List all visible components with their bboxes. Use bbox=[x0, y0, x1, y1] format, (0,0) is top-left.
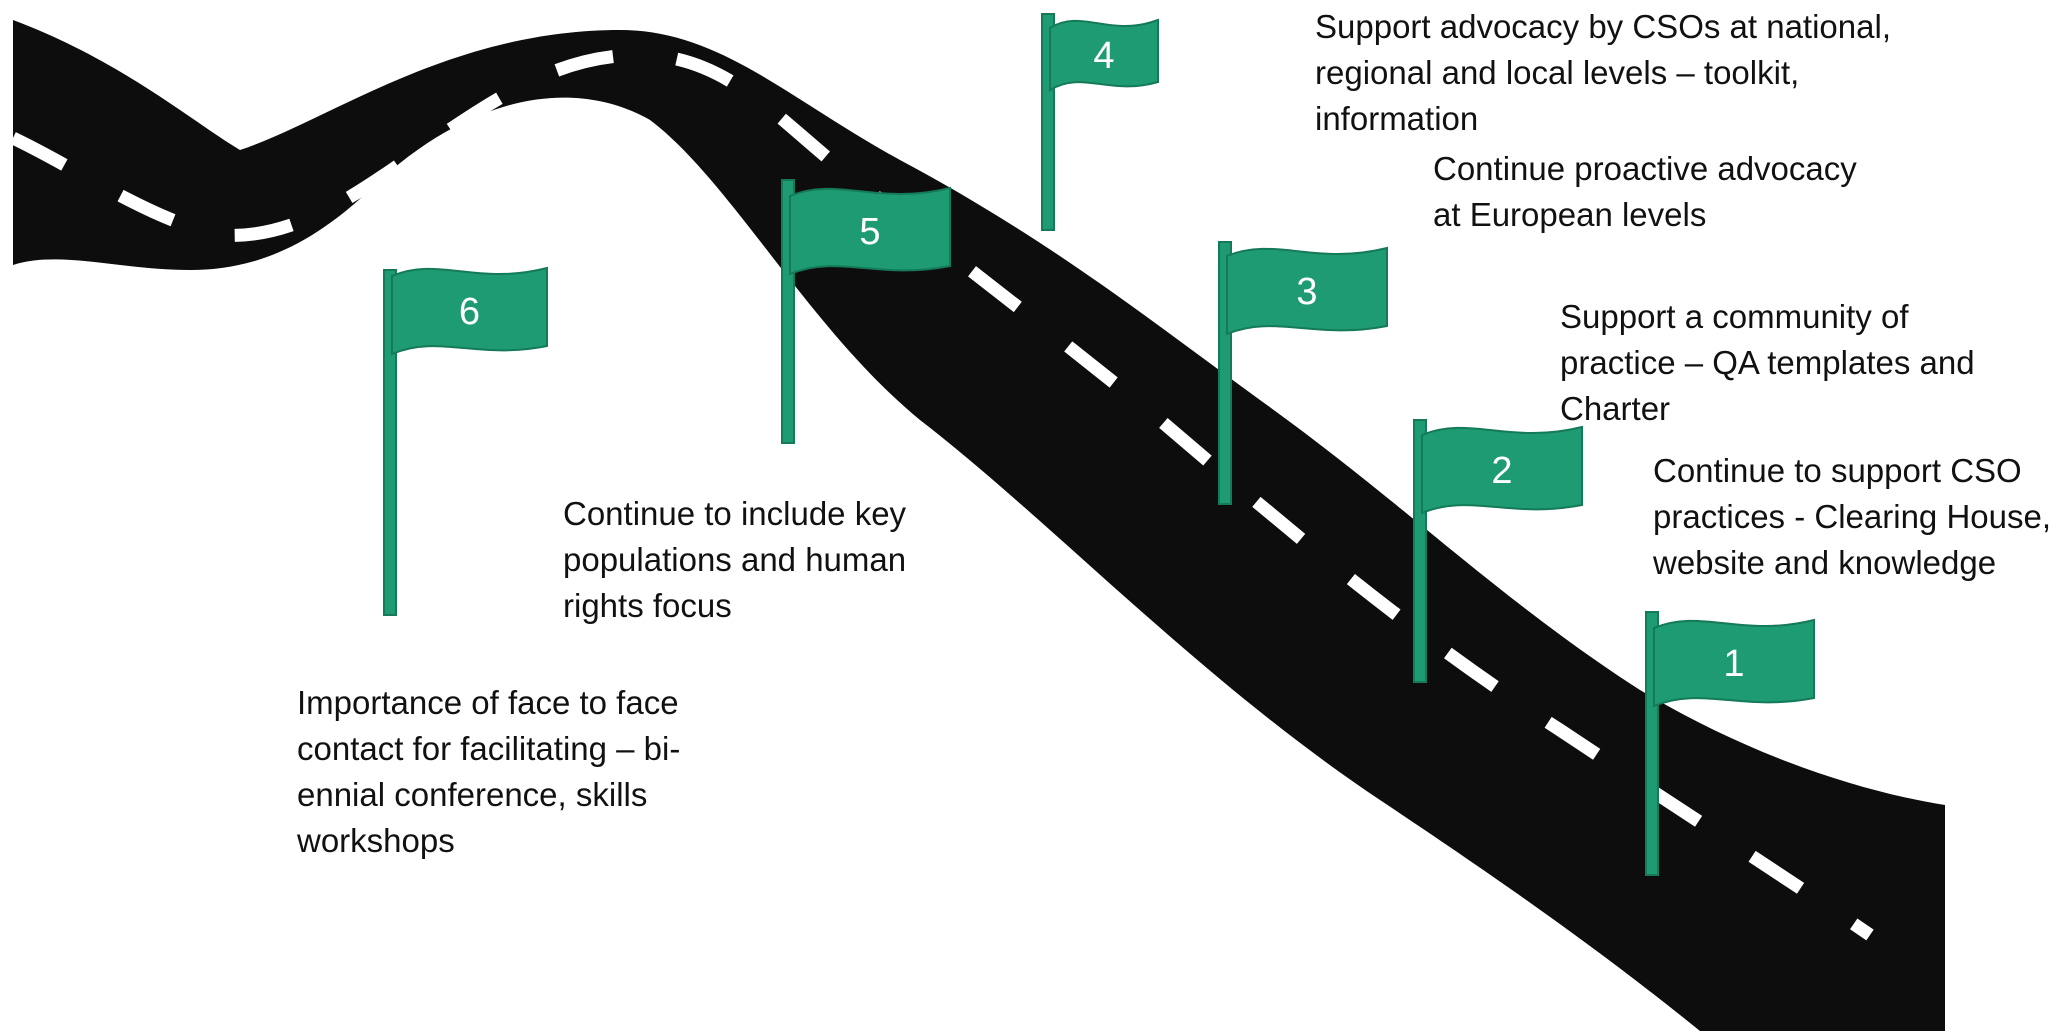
milestone-label-line: contact for facilitating – bi- bbox=[297, 730, 681, 767]
flag-cloth bbox=[1421, 425, 1583, 515]
road-surface bbox=[13, 20, 1945, 1031]
milestone-label-line: practice – QA templates and bbox=[1560, 344, 1975, 381]
flag-cloth bbox=[1653, 618, 1815, 708]
milestone-flag-3: 3 bbox=[1218, 241, 1388, 505]
milestone-flag-6: 6 bbox=[383, 266, 548, 616]
milestone-label-line: website and knowledge bbox=[1653, 544, 1997, 581]
milestone-label-line: Support advocacy by CSOs at national, bbox=[1315, 8, 1891, 45]
milestone-label-line: workshops bbox=[297, 822, 455, 859]
lane-markings bbox=[10, 48, 1874, 941]
flag-cloth bbox=[789, 186, 951, 276]
milestone-label-line: ennial conference, skills bbox=[297, 776, 648, 813]
milestone-label-1: Continue to support CSO practices - Clear… bbox=[1653, 448, 2051, 586]
milestone-label-2: Support a community of practice – QA temp… bbox=[1560, 294, 1975, 432]
milestone-label-line: Continue to include key bbox=[563, 495, 907, 532]
flag-cloth bbox=[1049, 18, 1159, 92]
flag-cloth bbox=[1226, 246, 1388, 336]
flag-number: 6 bbox=[459, 291, 480, 333]
milestone-flag-5: 5 bbox=[781, 179, 951, 444]
flag-cloth bbox=[391, 266, 548, 356]
flag-number: 3 bbox=[1296, 271, 1317, 313]
milestone-label-line: Continue proactive advocacy bbox=[1433, 150, 1857, 187]
milestone-label-line: Support a community of bbox=[1560, 298, 1909, 335]
flag-number: 4 bbox=[1093, 35, 1114, 77]
flag-number: 1 bbox=[1723, 643, 1744, 685]
milestone-flag-1: 1 bbox=[1645, 611, 1815, 876]
milestone-label-line: information bbox=[1315, 100, 1479, 137]
winding-road bbox=[10, 20, 1945, 1031]
milestone-label-4: Support advocacy by CSOs at national, reg… bbox=[1315, 4, 1891, 142]
milestone-label-line: regional and local levels – toolkit, bbox=[1315, 54, 1800, 91]
milestone-label-line: at European levels bbox=[1433, 196, 1707, 233]
milestone-flag-2: 2 bbox=[1413, 419, 1583, 683]
milestone-label-5: Continue to include key populations and h… bbox=[563, 491, 906, 629]
milestone-label-3: Continue proactive advocacy at European l… bbox=[1433, 146, 1857, 238]
milestone-label-line: populations and human bbox=[563, 541, 907, 578]
milestone-label-line: Charter bbox=[1560, 390, 1671, 427]
milestone-label-line: rights focus bbox=[563, 587, 732, 624]
milestone-label-line: Continue to support CSO bbox=[1653, 452, 2022, 489]
milestone-flag-4: 4 bbox=[1041, 13, 1159, 231]
milestone-label-line: Importance of face to face bbox=[297, 684, 679, 721]
flag-pole bbox=[383, 269, 397, 616]
milestone-label-6: Importance of face to face contact for fa… bbox=[297, 680, 680, 864]
flag-number: 2 bbox=[1491, 450, 1512, 492]
flag-number: 5 bbox=[859, 211, 880, 253]
milestone-label-line: practices - Clearing House, bbox=[1653, 498, 2051, 535]
